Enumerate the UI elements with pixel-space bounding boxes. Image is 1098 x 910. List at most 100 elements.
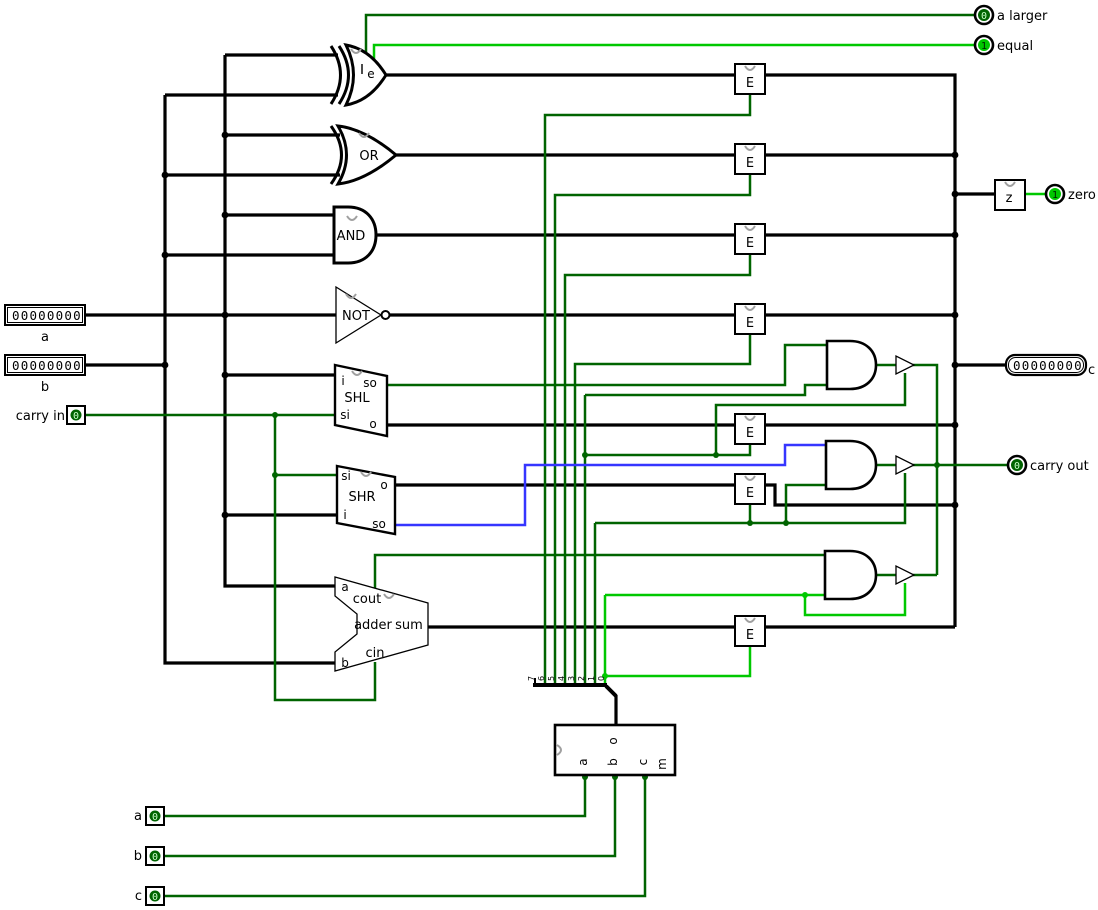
- input-b[interactable]: 00000000: [4, 354, 86, 376]
- input-b-box: [4, 354, 86, 376]
- zero-pin[interactable]: 1: [1044, 183, 1066, 205]
- floating-wire: [395, 443, 826, 527]
- or-body: [335, 124, 399, 186]
- input-a[interactable]: 00000000: [4, 304, 86, 326]
- zero-detector-label: z: [1006, 191, 1013, 206]
- adder-pin-cout: cout: [353, 592, 381, 607]
- adder-body: [334, 576, 429, 672]
- adder-pin-a: a: [341, 580, 348, 594]
- select-c-pin[interactable]: 0: [145, 886, 165, 906]
- carry-and-2[interactable]: [824, 439, 878, 491]
- zero-state: [1049, 188, 1061, 200]
- wire-junctions: [161, 131, 959, 780]
- enabler-e3[interactable]: E: [734, 223, 766, 255]
- and2-body: [824, 439, 878, 491]
- adder[interactable]: a cout adder sum cin b: [334, 576, 429, 672]
- enabler-label: E: [746, 236, 754, 251]
- enabler-e6[interactable]: E: [734, 473, 766, 505]
- shr-pin-o: o: [380, 478, 387, 492]
- carry-and-1[interactable]: [825, 339, 878, 391]
- shr-pin-so: so: [372, 517, 386, 531]
- carry-in-value: 0: [73, 411, 79, 422]
- enabler-e4[interactable]: E: [734, 303, 766, 335]
- select-a-pin[interactable]: 0: [145, 806, 165, 826]
- carry-out-state: [1011, 459, 1023, 471]
- a-larger-state: [978, 9, 990, 21]
- enabler-e2[interactable]: E: [734, 143, 766, 175]
- input-a-inner: [7, 307, 83, 323]
- equal-pin[interactable]: 1: [973, 34, 995, 56]
- splitter[interactable]: 7 6 5 4 3 2 1 0: [527, 676, 618, 698]
- splitter-slant: [604, 684, 618, 698]
- and-label: AND: [337, 229, 366, 244]
- select-b-pin[interactable]: 0: [145, 846, 165, 866]
- select-c-label: c: [135, 889, 142, 904]
- carry-buffer-2[interactable]: [895, 454, 916, 476]
- select-a-value: 0: [152, 812, 158, 823]
- enabler-label: E: [746, 426, 754, 441]
- not-label: NOT: [342, 309, 370, 324]
- xor-body: [343, 43, 388, 107]
- shl-body: [333, 363, 389, 438]
- decoder-m[interactable]: o a b c m: [553, 723, 677, 777]
- carry-out-pin[interactable]: 0: [1006, 454, 1028, 476]
- output-c-box: [1004, 353, 1088, 377]
- zero-detector[interactable]: z: [994, 179, 1026, 211]
- select-b-label: b: [134, 849, 142, 864]
- enabler-e7[interactable]: E: [734, 615, 766, 647]
- shl-shifter[interactable]: i so SHL si o: [333, 363, 389, 438]
- carry-buffer-1[interactable]: [895, 354, 916, 376]
- output-c[interactable]: 00000000: [1004, 353, 1088, 377]
- input-b-value[interactable]: 00000000: [12, 358, 82, 373]
- a-larger-value: 0: [981, 11, 987, 22]
- select-b-state: [149, 850, 161, 862]
- splitter-bit-label: 7: [527, 676, 536, 681]
- carry-in-pin[interactable]: 0: [66, 405, 86, 425]
- carry-in-state: [70, 409, 82, 421]
- splitter-bit-label: 1: [587, 676, 596, 681]
- carry-and-3[interactable]: [823, 549, 878, 601]
- adder-pin-cin: cin: [366, 646, 385, 661]
- adder-pin-sum: sum: [395, 618, 423, 633]
- not-bubble: [380, 310, 391, 320]
- input-b-inner: [7, 357, 83, 373]
- xor-back-arc: [329, 45, 342, 105]
- select-c-value: 0: [152, 892, 158, 903]
- enabler-e5[interactable]: E: [734, 413, 766, 445]
- splitter-bit-label: 3: [567, 676, 576, 681]
- not-gate[interactable]: NOT: [335, 285, 391, 345]
- shl-pin-si: si: [340, 408, 350, 422]
- one-bit-wires-high: [372, 43, 1046, 685]
- shr-pin-i: i: [343, 508, 346, 522]
- carry-buffer-3[interactable]: [895, 564, 916, 586]
- splitter-bit-label: 2: [577, 676, 586, 681]
- and2-body: [825, 339, 878, 391]
- carry-in-label: carry in: [16, 409, 65, 424]
- one-bit-wires-low: [85, 13, 1008, 898]
- a-larger-pin[interactable]: 0: [973, 4, 995, 26]
- and-gate[interactable]: AND: [332, 205, 378, 265]
- buffer-body: [895, 564, 916, 586]
- a-larger-label: a larger: [997, 9, 1048, 24]
- adder-pin-b: b: [341, 656, 349, 670]
- shl-pin-i: i: [341, 374, 344, 388]
- select-b-value: 0: [152, 852, 158, 863]
- decoder-pin-o: o: [606, 737, 620, 744]
- comparator-label: e: [367, 67, 374, 81]
- enabler-e1[interactable]: E: [734, 63, 766, 95]
- decoder-box: [553, 723, 677, 777]
- shr-shifter[interactable]: si o SHR i so: [335, 464, 397, 536]
- carry-out-value: 0: [1014, 461, 1020, 472]
- comparator-e[interactable]: e: [329, 43, 388, 107]
- or-gate[interactable]: OR: [329, 124, 399, 186]
- equal-label: equal: [997, 39, 1033, 54]
- shr-label: SHR: [348, 490, 375, 505]
- input-a-value[interactable]: 00000000: [12, 308, 82, 323]
- carry-out-label: carry out: [1030, 459, 1089, 474]
- equal-state: [978, 39, 990, 51]
- or-back-arc: [329, 125, 343, 185]
- splitter-bit-label: 6: [537, 676, 546, 681]
- output-c-label: c: [1088, 363, 1095, 378]
